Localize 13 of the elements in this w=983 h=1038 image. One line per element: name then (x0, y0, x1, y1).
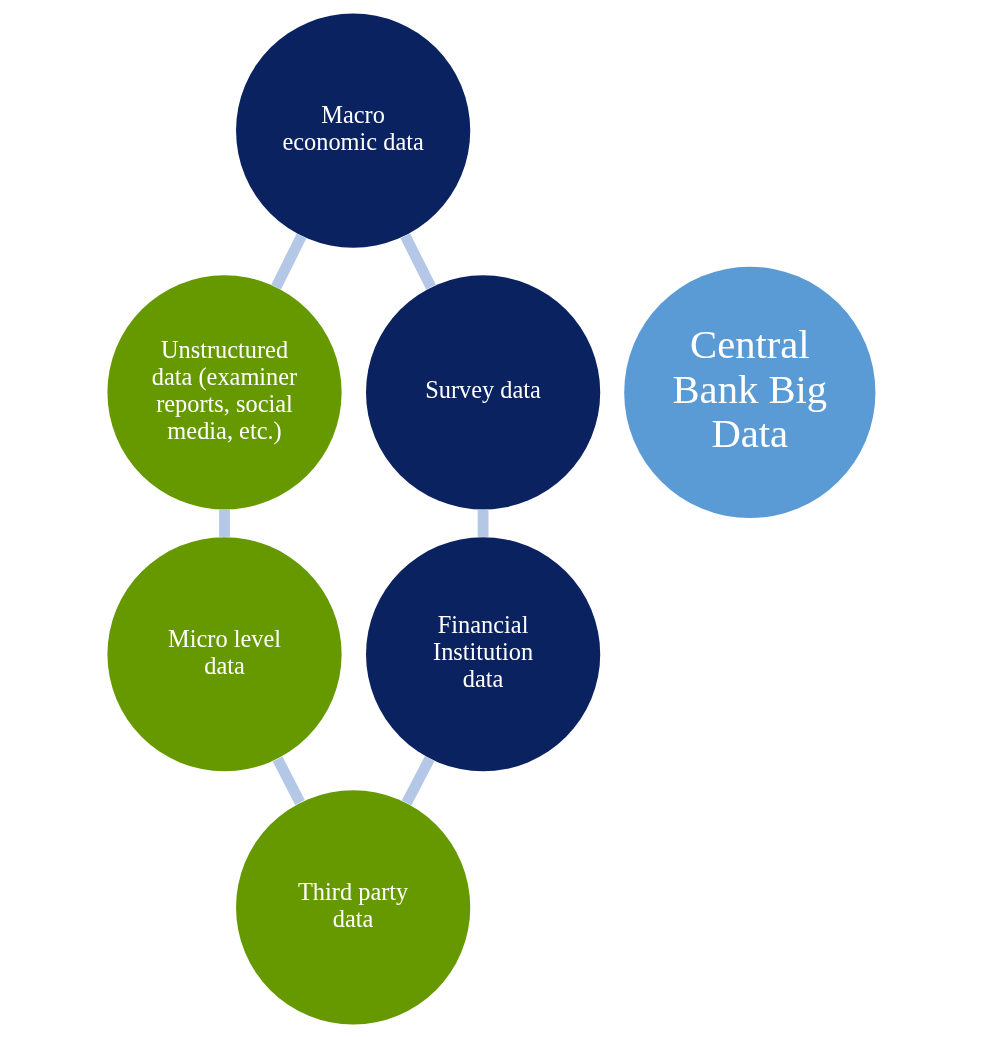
node-circle: Micro level data (107, 537, 342, 772)
node-circle: Survey data (366, 275, 601, 510)
connector (272, 756, 305, 806)
node-circle: Financial Institution data (366, 537, 601, 772)
connector (400, 233, 436, 290)
node-circle: Third party data (236, 790, 471, 1025)
node-circle: Unstructured data (examiner reports, social media, etc.) (107, 275, 342, 510)
connector (219, 509, 230, 537)
connector (401, 756, 435, 806)
node-circle: Central Bank Big Data (624, 266, 876, 519)
connector (477, 509, 489, 537)
connector (271, 233, 307, 290)
node-circle: Macro economic data (236, 13, 471, 248)
